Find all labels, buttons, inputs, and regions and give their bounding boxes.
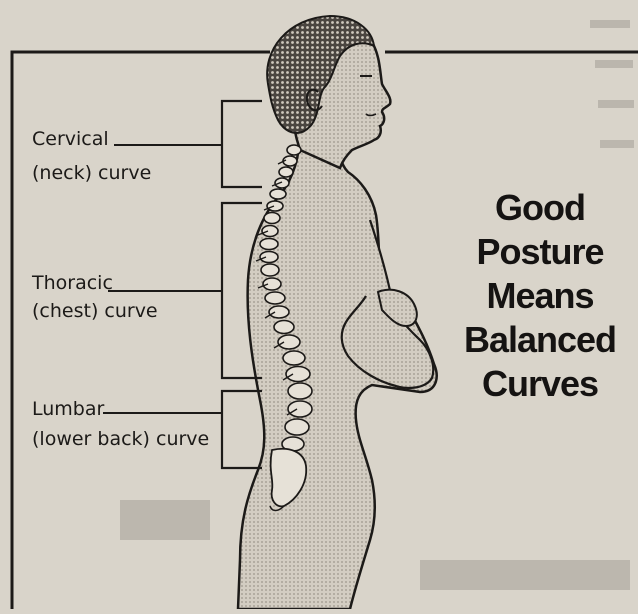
thoracic-desc: (chest) curve: [32, 300, 158, 322]
leader-lines: [103, 145, 222, 413]
headline: Good Posture Means Balanced Curves: [452, 186, 628, 406]
headline-line-3: Means: [452, 274, 628, 318]
headline-line-1: Good: [452, 186, 628, 230]
headline-line-2: Posture: [452, 230, 628, 274]
lumbar-label: Lumbar: [32, 398, 104, 420]
cervical-bracket: [222, 101, 262, 187]
headline-line-5: Curves: [452, 362, 628, 406]
cervical-desc: (neck) curve: [32, 162, 151, 184]
cervical-label: Cervical: [32, 128, 109, 150]
thoracic-label: Thoracic: [32, 272, 113, 294]
lumbar-desc: (lower back) curve: [32, 428, 209, 450]
lumbar-bracket: [222, 391, 262, 468]
headline-line-4: Balanced: [452, 318, 628, 362]
